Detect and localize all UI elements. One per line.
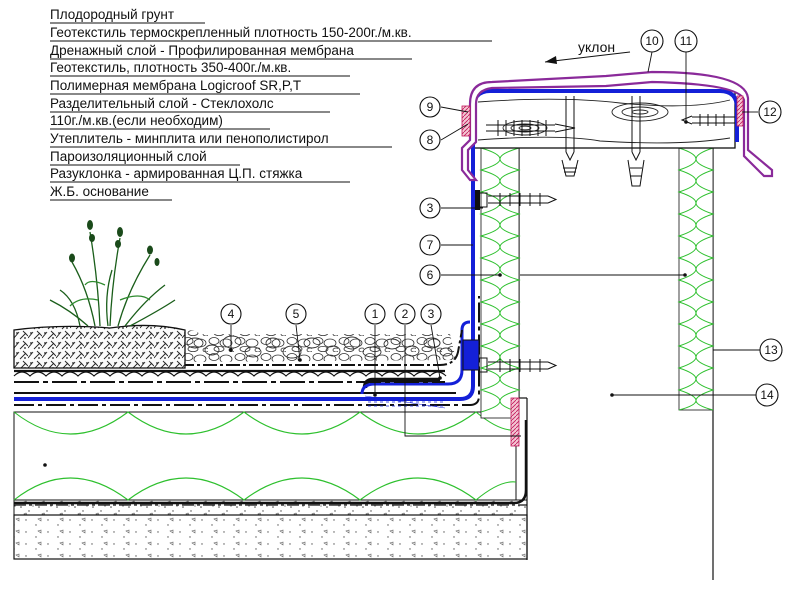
drainage-layer — [13, 329, 463, 383]
legend-line: Разделительный слой - Стеклохолс — [50, 96, 274, 111]
callout-14: 14 — [755, 383, 779, 407]
vapor-barrier — [14, 420, 528, 505]
callout-11: 11 — [674, 29, 698, 53]
svg-text:3: 3 — [428, 307, 435, 321]
soil-layer — [13, 324, 186, 369]
svg-text:11: 11 — [680, 34, 693, 48]
svg-text:14: 14 — [760, 388, 774, 402]
legend-line: Геотекстиль, плотность 350-400г./м.кв. — [50, 60, 291, 75]
sealant-right — [736, 95, 744, 127]
callout-3-lower: 3 — [420, 303, 442, 325]
edge-bar-top — [475, 190, 480, 210]
fasteners — [478, 96, 735, 373]
plant-illustration — [49, 220, 176, 327]
legend-line: 110г./м.кв.(если необходим) — [50, 113, 223, 128]
svg-text:6: 6 — [427, 268, 434, 282]
callout-7: 7 — [419, 234, 441, 256]
leader-dots — [229, 120, 688, 397]
gravel-layer — [180, 330, 456, 362]
svg-text:8: 8 — [427, 133, 434, 147]
concrete-base — [13, 514, 528, 560]
legend-line: Пароизоляционный слой — [50, 149, 207, 164]
wall-insulation-right — [677, 147, 715, 411]
legend-line: Дренажный слой - Профилированная мембран… — [50, 43, 354, 58]
sealant-bottom — [510, 397, 520, 447]
callout-9: 9 — [419, 96, 441, 118]
svg-text:5: 5 — [293, 307, 300, 321]
slope-label: уклон — [578, 39, 615, 55]
metal-flashing — [460, 70, 774, 182]
svg-text:10: 10 — [645, 34, 659, 48]
svg-text:13: 13 — [764, 343, 778, 357]
insulation-layer — [13, 411, 517, 501]
svg-text:4: 4 — [228, 307, 235, 321]
legend-underlines — [50, 22, 492, 201]
svg-text:2: 2 — [402, 307, 409, 321]
callout-10: 10 — [640, 29, 664, 53]
edge-bar-bottom — [462, 339, 480, 371]
legend: Плодородный грунт Геотекстиль термоскреп… — [50, 7, 492, 201]
callout-1: 1 — [364, 303, 386, 325]
svg-text:1: 1 — [372, 307, 379, 321]
timber-board — [472, 90, 736, 149]
callout-6: 6 — [419, 264, 441, 286]
leader-lines — [230, 51, 760, 437]
svg-text:7: 7 — [427, 238, 434, 252]
legend-line: Утеплитель - минплита или пенополистирол — [50, 131, 329, 146]
svg-text:9: 9 — [427, 100, 434, 114]
svg-text:12: 12 — [763, 105, 777, 119]
membrane-layers — [14, 96, 480, 409]
callout-12: 12 — [758, 100, 782, 124]
svg-text:3: 3 — [427, 201, 434, 215]
callout-2: 2 — [394, 303, 416, 325]
legend-line: Полимерная мембрана Logicroof SR,P,T — [50, 78, 301, 93]
callout-13: 13 — [759, 338, 783, 362]
callout-8: 8 — [419, 129, 441, 151]
callout-5: 5 — [285, 303, 307, 325]
legend-line: Ж.Б. основание — [50, 184, 149, 199]
sealant-left — [461, 105, 471, 137]
callout-4: 4 — [220, 303, 242, 325]
wall-insulation-left — [479, 147, 521, 419]
legend-line: Геотекстиль термоскрепленный плотность 1… — [50, 25, 412, 40]
legend-line: Плодородный грунт — [50, 7, 174, 22]
slope-indicator: уклон — [544, 39, 631, 64]
callouts: 1 2 3 4 5 3 6 7 8 9 10 11 12 13 14 — [220, 29, 783, 407]
callout-3-upper: 3 — [419, 197, 441, 219]
legend-line: Разуклонка - армированная Ц.П. стяжка — [50, 166, 303, 181]
